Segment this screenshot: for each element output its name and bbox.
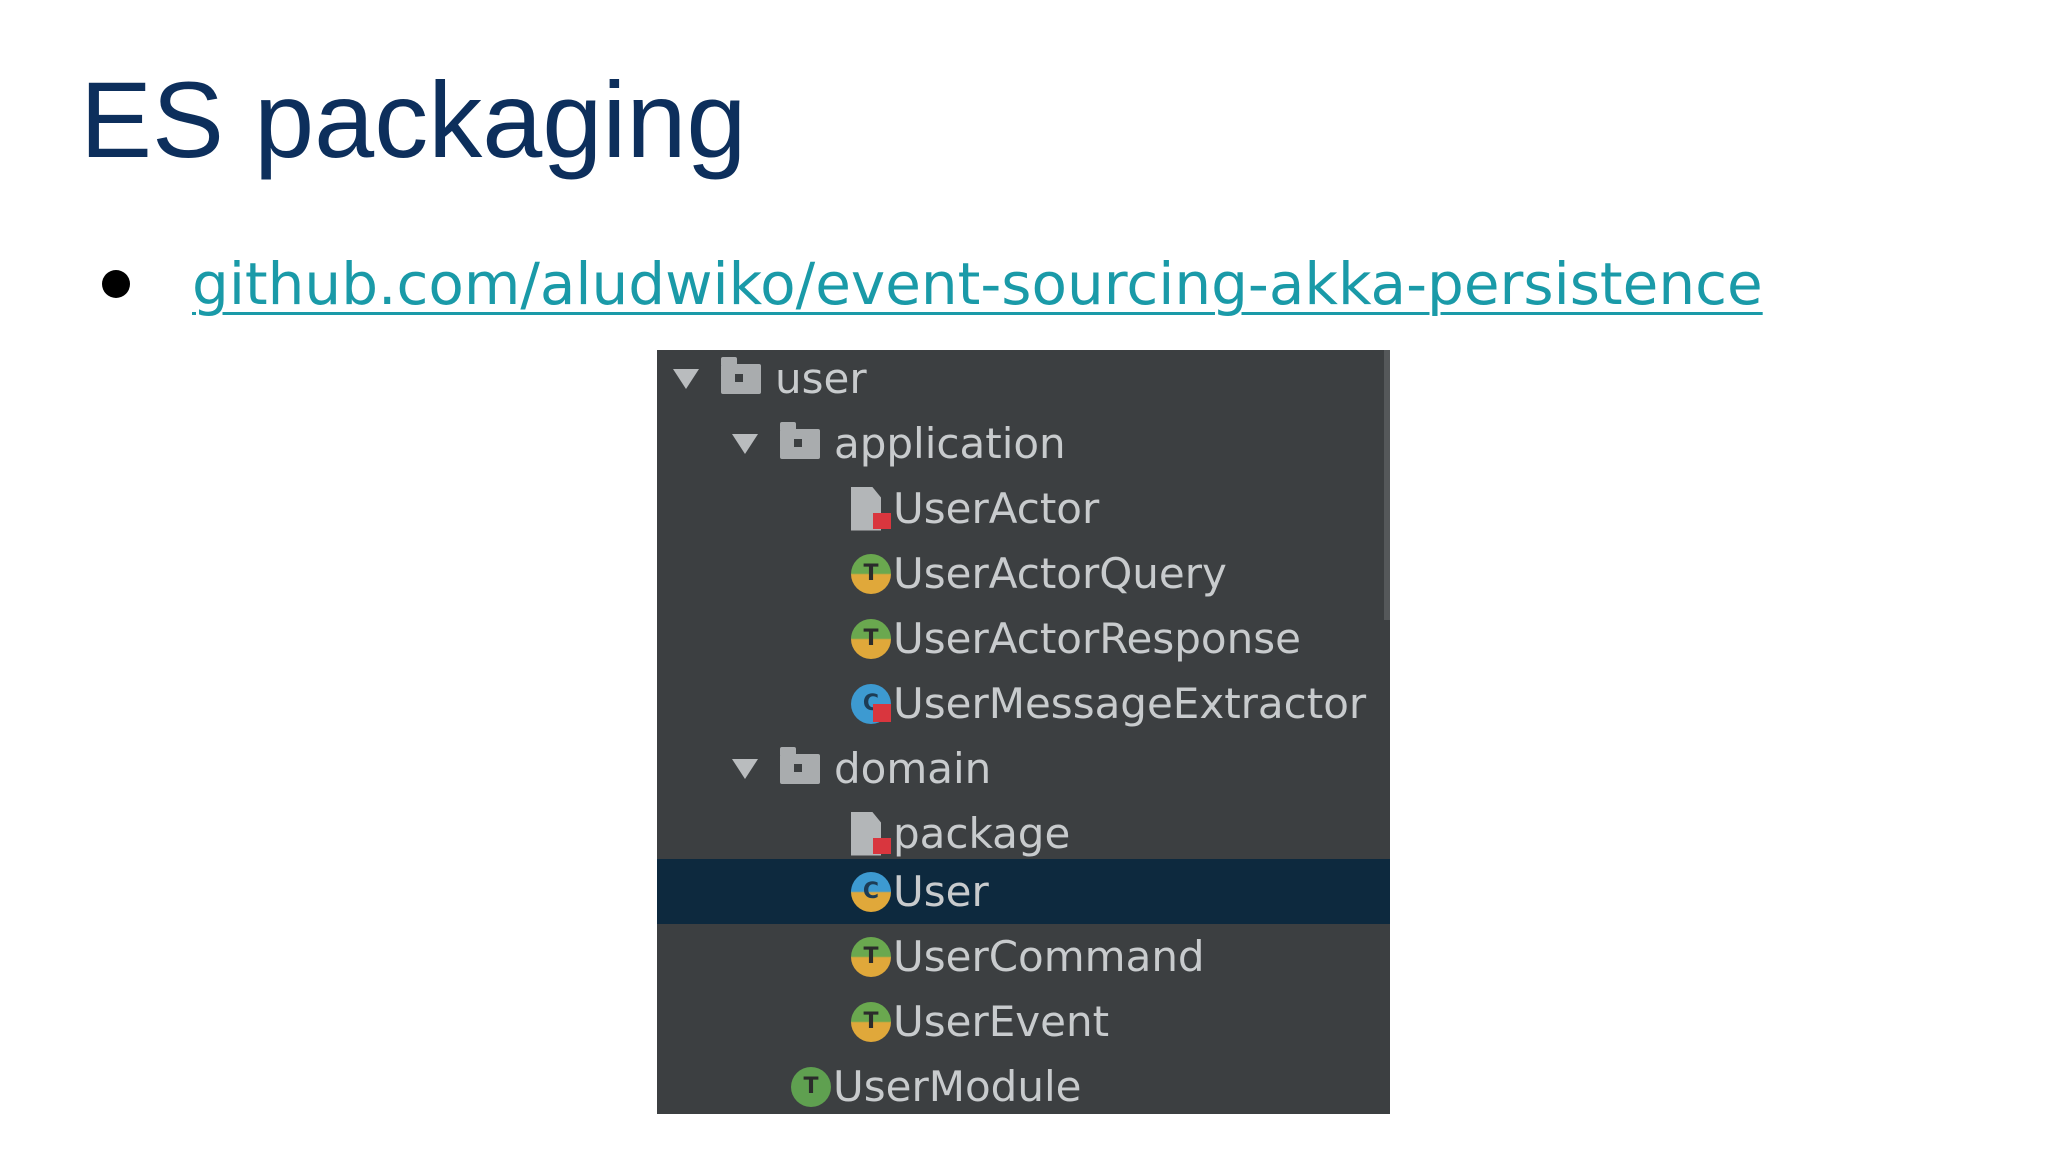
tree-item-label: user <box>775 354 867 403</box>
tree-item-label: User <box>893 867 989 916</box>
tree-item-user-class[interactable]: C User <box>657 859 1390 924</box>
bullet-item: github.com/aludwiko/event-sourcing-akka-… <box>102 244 1763 324</box>
expand-arrow-icon[interactable] <box>732 433 758 454</box>
tree-item-label: UserActor <box>893 484 1100 533</box>
class-object-icon: C <box>851 682 893 726</box>
bullet-dot-icon <box>102 270 130 298</box>
tree-item-useractor[interactable]: UserActor <box>657 476 1390 541</box>
tree-item-application[interactable]: application <box>657 411 1390 476</box>
tree-item-usermessageextractor[interactable]: C UserMessageExtractor <box>657 671 1390 736</box>
expand-arrow-icon[interactable] <box>732 758 758 779</box>
tree-item-userevent[interactable]: T UserEvent <box>657 989 1390 1054</box>
trait-icon: T <box>851 617 893 661</box>
expand-arrow-icon[interactable] <box>673 368 699 389</box>
folder-icon <box>721 356 763 401</box>
scala-file-icon <box>851 811 893 856</box>
tree-item-label: package <box>893 809 1071 858</box>
trait-icon: T <box>791 1065 833 1109</box>
tree-item-useractorresponse[interactable]: T UserActorResponse <box>657 606 1390 671</box>
tree-item-domain[interactable]: domain <box>657 736 1390 801</box>
trait-icon: T <box>851 935 893 979</box>
tree-item-useractorquery[interactable]: T UserActorQuery <box>657 541 1390 606</box>
tree-item-label: UserActorQuery <box>893 549 1227 598</box>
tree-item-label: domain <box>834 744 992 793</box>
tree-item-user[interactable]: user <box>657 350 1390 411</box>
tree-scrollbar[interactable] <box>1384 350 1390 620</box>
tree-item-label: UserActorResponse <box>893 614 1301 663</box>
folder-icon <box>780 421 822 466</box>
tree-item-usercommand[interactable]: T UserCommand <box>657 924 1390 989</box>
tree-item-label: UserEvent <box>893 997 1110 1046</box>
trait-icon: T <box>851 1000 893 1044</box>
tree-item-label: UserMessageExtractor <box>893 679 1367 728</box>
slide-title: ES packaging <box>80 59 747 180</box>
github-link[interactable]: github.com/aludwiko/event-sourcing-akka-… <box>192 250 1763 318</box>
tree-item-usermodule[interactable]: T UserModule <box>657 1054 1390 1114</box>
tree-item-label: UserCommand <box>893 932 1205 981</box>
scala-file-icon <box>851 486 893 531</box>
tree-item-label: UserModule <box>833 1062 1082 1111</box>
trait-icon: T <box>851 552 893 596</box>
class-icon: C <box>851 870 893 914</box>
project-tree: user application UserActor T UserActorQu… <box>657 350 1390 1114</box>
folder-icon <box>780 746 822 791</box>
tree-item-label: application <box>834 419 1066 468</box>
tree-item-package[interactable]: package <box>657 801 1390 866</box>
